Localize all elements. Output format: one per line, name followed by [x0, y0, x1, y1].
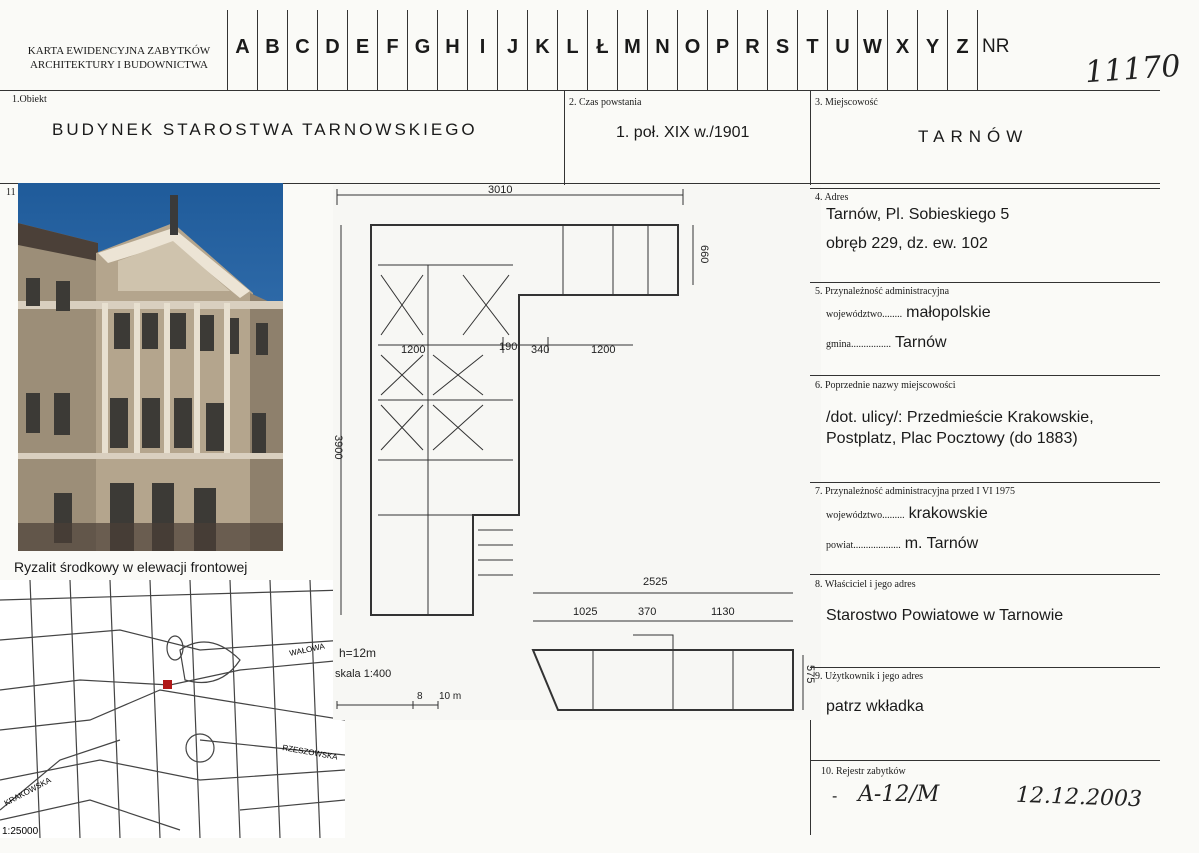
letter-cell: O [677, 10, 707, 90]
section11-label: 11 [6, 187, 16, 198]
section7-powiat-value: m. Tarnów [904, 535, 979, 552]
user: patrz wkładka [826, 698, 924, 715]
photo-caption: Ryzalit środkowy w elewacji frontowej [14, 559, 248, 575]
map-street-rzeszowska: RZESZOWSKA [282, 743, 339, 762]
creation-time: 1. poł. XIX w./1901 [616, 124, 750, 141]
section7-woj-label: województwo......... [826, 510, 905, 521]
section3-label: 3. Miejscowość [815, 97, 878, 108]
dim-a: 1200 [401, 344, 425, 356]
handwritten-number: 11170 [1083, 48, 1182, 91]
dim-right-top: 660 [698, 245, 710, 263]
dim-right-bottom: 575 [804, 665, 816, 683]
object-name: BUDYNEK STAROSTWA TARNOWSKIEGO [52, 120, 478, 139]
dim-bottom-total: 2525 [643, 576, 667, 588]
dim-g: 1130 [711, 606, 735, 618]
building-photo-image [18, 183, 283, 551]
letter-cell: W [857, 10, 887, 90]
letter-cell: E [347, 10, 377, 90]
letter-cell: J [497, 10, 527, 90]
dim-b: 190 [499, 341, 517, 353]
letter-cell: Z [947, 10, 977, 90]
letter-cell: T [797, 10, 827, 90]
letter-cell: L [557, 10, 587, 90]
card-title-line1: KARTA EWIDENCYJNA ZABYTKÓW [27, 45, 211, 57]
dim-f: 370 [638, 606, 656, 618]
section5-gmina: gmina................ Tarnów [826, 334, 947, 352]
letter-cell: Y [917, 10, 947, 90]
address-line1: Tarnów, Pl. Sobieskiego 5 [826, 206, 1010, 223]
letter-cell: X [887, 10, 917, 90]
location-map-drawing: WAŁOWA RZESZOWSKA KRAKOWSKA 1:25000 [0, 580, 345, 838]
locality: TARNÓW [918, 127, 1029, 146]
letter-cell: U [827, 10, 857, 90]
section7-label: 7. Przynależność administracyjna przed I… [815, 486, 1016, 497]
section1-label: 1.Obiekt [12, 94, 47, 105]
letter-cell: D [317, 10, 347, 90]
letter-cell: Ł [587, 10, 617, 90]
section5-gmina-label: gmina................ [826, 339, 891, 350]
letter-cell: S [767, 10, 797, 90]
floor-plan-drawing: 3010 660 3900 1200 190 340 1200 2525 102… [332, 184, 816, 711]
section7-powiat-label: powiat................... [826, 540, 901, 551]
letter-cell: M [617, 10, 647, 90]
former-names-line2: Postplatz, Plac Pocztowy (do 1883) [826, 430, 1078, 447]
letter-cell: P [707, 10, 737, 90]
plan-scale-text: skala 1:400 [335, 668, 391, 680]
letter-cell: R [737, 10, 767, 90]
dim-e: 1025 [573, 606, 597, 618]
register-number: A-12/M [858, 782, 940, 807]
register-date: 12.12.2003 [1015, 782, 1143, 813]
letter-cell: K [527, 10, 557, 90]
register-dash: - [832, 788, 838, 805]
map-street-krakowska: KRAKOWSKA [3, 775, 53, 807]
floor-plan: 3010 660 3900 1200 190 340 1200 2525 102… [332, 184, 821, 720]
letter-cell: B [257, 10, 287, 90]
card-title: KARTA EWIDENCYJNA ZABYTKÓW ARCHITEKTURY … [14, 44, 224, 72]
dim-left: 3900 [333, 435, 344, 459]
section9-label: 9. Użytkownik i jego adres [815, 671, 924, 682]
owner: Starostwo Powiatowe w Tarnowie [826, 607, 1064, 624]
former-names-line1: /dot. ulicy/: Przedmieście Krakowskie, [826, 409, 1094, 426]
section2-label: 2. Czas powstania [569, 97, 642, 108]
height-note: h=12m [339, 646, 376, 660]
scale-8: 8 [417, 691, 423, 702]
letter-cell: H [437, 10, 467, 90]
section5-woj: województwo........ małopolskie [826, 304, 991, 322]
letter-cell: F [377, 10, 407, 90]
section4-label: 4. Adres [815, 192, 849, 203]
section6-label: 6. Poprzednie nazwy miejscowości [815, 380, 956, 391]
scale-10: 10 m [439, 691, 461, 702]
map-scale: 1:25000 [2, 826, 39, 837]
dim-top: 3010 [488, 185, 512, 196]
section10-label: 10. Rejestr zabytków [821, 766, 906, 777]
section8-label: 8. Właściciel i jego adres [815, 579, 916, 590]
section7-woj-value: krakowskie [908, 505, 988, 522]
section7-woj: województwo......... krakowskie [826, 505, 988, 523]
letter-cell: C [287, 10, 317, 90]
dim-c: 340 [531, 344, 549, 356]
location-map: WAŁOWA RZESZOWSKA KRAKOWSKA 1:25000 [0, 580, 345, 838]
dim-d: 1200 [591, 344, 615, 356]
letter-cell: I [467, 10, 497, 90]
section7-powiat: powiat................... m. Tarnów [826, 535, 978, 553]
section5-gmina-value: Tarnów [895, 334, 947, 351]
building-photo [18, 183, 283, 551]
letter-cell: G [407, 10, 437, 90]
section5-label: 5. Przynależność administracyjna [815, 286, 950, 297]
letter-cell: N [647, 10, 677, 90]
card-title-line2: ARCHITEKTURY I BUDOWNICTWA [29, 59, 209, 71]
nr-label: NR [977, 10, 1047, 90]
section5-woj-label: województwo........ [826, 309, 903, 320]
section5-woj-value: małopolskie [906, 304, 991, 321]
address-line2: obręb 229, dz. ew. 102 [826, 235, 988, 252]
letter-cell: A [227, 10, 257, 90]
